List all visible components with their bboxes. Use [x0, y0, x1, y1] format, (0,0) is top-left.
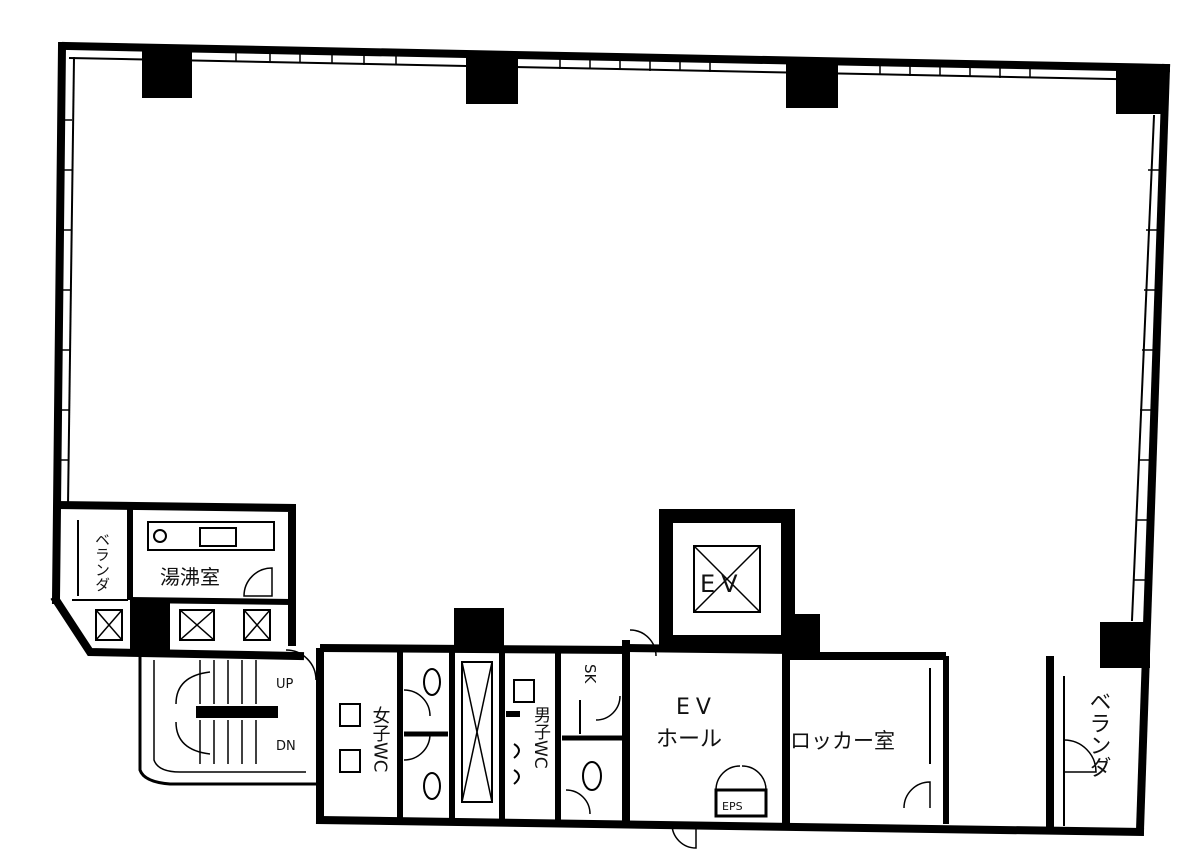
top-windows: [235, 50, 1031, 78]
label-veranda-left: ベランダ: [93, 532, 111, 592]
label-locker: ロッカー室: [790, 729, 895, 753]
wc-core: [316, 640, 630, 824]
right-veranda: [1046, 656, 1097, 830]
label-veranda-right: ベランダ: [1086, 690, 1111, 778]
label-stair-down: DN: [276, 739, 296, 754]
ev-core: [625, 509, 795, 849]
column-left-block: [130, 600, 170, 650]
label-mens-wc: 男子WC: [530, 706, 551, 769]
label-sk: SK: [581, 664, 599, 685]
label-yufushitsu: 湯沸室: [160, 565, 220, 589]
label-stair-up: UP: [276, 677, 294, 692]
label-womens-wc: 女子WC: [370, 706, 391, 773]
label-ev-shaft: EV: [700, 570, 744, 598]
outer-walls: [50, 41, 1171, 837]
locker-room: [786, 652, 949, 824]
label-ev-hall-2: ホール: [656, 727, 722, 752]
label-ev-hall-1: EV: [676, 695, 717, 720]
label-eps: EPS: [722, 800, 743, 813]
side-windows: [57, 119, 1160, 581]
staircase: [138, 649, 320, 786]
columns: [142, 48, 1166, 668]
